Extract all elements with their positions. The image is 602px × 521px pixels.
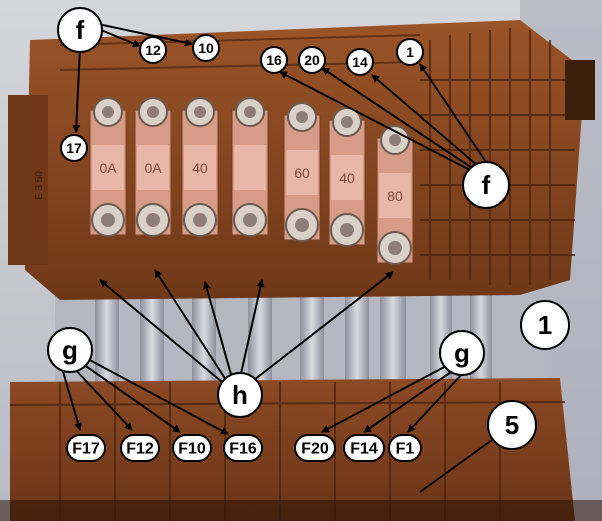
fuse-6: 40 (328, 107, 366, 247)
label-12-text: 12 (145, 42, 161, 58)
fuse-rating-label: 40 (192, 160, 208, 176)
fuse-7: 80 (376, 125, 414, 265)
fuse-label-F10: F10 (172, 434, 212, 462)
fuse-label-F14: F14 (343, 434, 385, 462)
label-14-text: 14 (352, 54, 368, 70)
callout-g-right: g (439, 330, 485, 376)
fuse-row: 0A 0A 40 60 40 80 (89, 97, 414, 265)
fuse-label-F16-text: F16 (229, 441, 257, 458)
callout-one-text: 1 (538, 310, 552, 340)
label-14: 14 (346, 48, 374, 76)
fuse-label-F12: F12 (120, 434, 160, 462)
fuse-label-F16: F16 (223, 434, 263, 462)
svg-text:E 3 50: E 3 50 (34, 171, 45, 200)
callout-g-left-text: g (62, 335, 78, 365)
label-1: 1 (396, 38, 424, 66)
fuse-4 (231, 97, 269, 237)
label-10-text: 10 (198, 40, 214, 56)
label-16-text: 16 (266, 52, 282, 68)
label-20: 20 (298, 46, 326, 74)
label-16: 16 (260, 46, 288, 74)
fuse-rating-label: 80 (387, 188, 403, 204)
callout-five-text: 5 (505, 410, 519, 440)
fuse-label-F17: F17 (66, 434, 106, 462)
lower-fuse-block (0, 378, 602, 521)
callout-g-left: g (47, 327, 93, 373)
callout-h: h (217, 372, 263, 418)
label-1-text: 1 (406, 44, 414, 60)
fuse-3: 40 (181, 97, 219, 237)
callout-g-right-text: g (454, 338, 470, 368)
fuse-rating-label: 60 (294, 165, 310, 181)
fuse-label-F17-text: F17 (72, 441, 100, 458)
fuse-label-F1: F1 (388, 434, 422, 462)
fuse-1: 0A (89, 97, 127, 237)
callout-five: 5 (487, 400, 537, 450)
fuse-5: 60 (283, 102, 321, 242)
label-10: 10 (192, 34, 220, 62)
callout-f-top-text: f (76, 15, 85, 45)
fuse-rating-label: 0A (144, 160, 162, 176)
fuse-label-F12-text: F12 (126, 441, 154, 458)
fuse-label-F20: F20 (294, 434, 336, 462)
callout-arrows (61, 23, 493, 493)
callout-f-top: f (57, 7, 103, 53)
fuse-label-F14-text: F14 (350, 441, 378, 458)
fuse-label-F20-text: F20 (301, 441, 329, 458)
callout-f-right: f (462, 161, 510, 209)
callout-one: 1 (520, 300, 570, 350)
label-17: 17 (60, 134, 88, 162)
callout-h-text: h (232, 380, 248, 410)
label-12: 12 (139, 36, 167, 64)
fuse-rating-label: 0A (99, 160, 117, 176)
fuse-rating-label: 40 (339, 170, 355, 186)
label-17-text: 17 (66, 140, 82, 156)
callout-f-right-text: f (482, 170, 491, 200)
fuse-2: 0A (134, 97, 172, 237)
fuse-label-F10-text: F10 (178, 441, 206, 458)
label-20-text: 20 (304, 52, 320, 68)
fuse-label-F1-text: F1 (396, 441, 415, 458)
